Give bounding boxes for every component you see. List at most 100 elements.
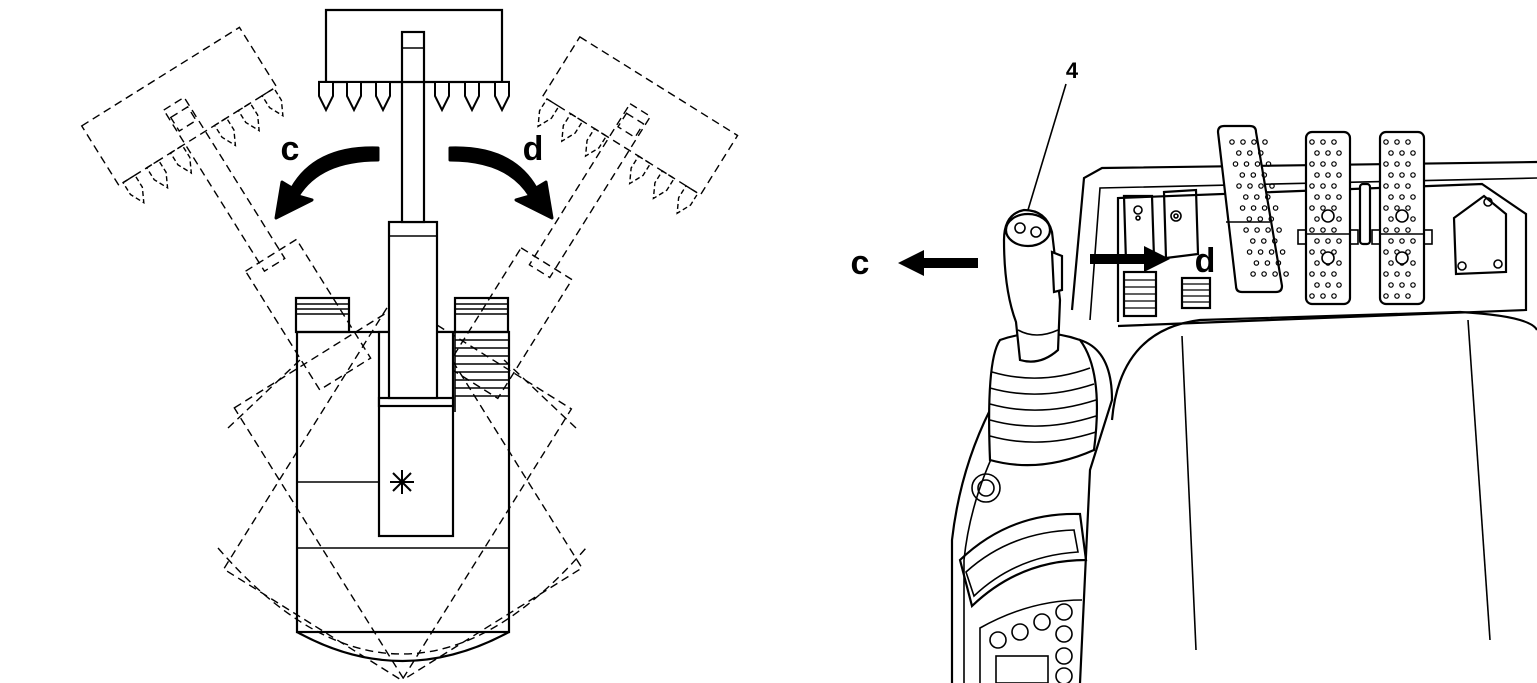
perforation-hole — [1262, 139, 1268, 145]
perforation-hole — [1410, 260, 1416, 266]
perforation-hole — [1383, 271, 1389, 277]
side-plate — [1452, 194, 1508, 276]
perforation-hole — [1388, 282, 1394, 288]
perforation-hole — [1261, 172, 1268, 178]
perforation-hole — [1264, 260, 1271, 266]
perforation-hole — [1388, 194, 1394, 200]
swing-arrow-left — [274, 146, 380, 220]
perforation-hole — [1331, 139, 1337, 145]
perforation-hole — [1405, 271, 1411, 277]
seat-cushion — [1110, 310, 1537, 421]
swing-label-c: c — [281, 130, 300, 168]
perforation-hole — [1276, 227, 1282, 233]
swing-arrow-right — [448, 146, 554, 220]
perforation-hole — [1399, 194, 1405, 200]
perforation-hole — [1265, 227, 1271, 233]
perforation-hole — [1257, 249, 1264, 255]
pedal-pivot — [1321, 251, 1335, 265]
perforation-hole — [1258, 183, 1264, 189]
perforation-hole — [1279, 249, 1286, 255]
perforation-hole — [1320, 205, 1326, 211]
ghost-position-right — [222, 35, 739, 682]
perforation-hole — [1394, 271, 1400, 277]
perforation-hole — [1229, 139, 1235, 145]
perforation-hole — [1243, 161, 1250, 167]
perforation-hole — [1336, 194, 1342, 200]
perforation-hole — [1309, 227, 1315, 233]
perforation-hole — [1314, 172, 1320, 178]
perforation-hole — [1236, 150, 1242, 156]
perforation-hole — [1405, 227, 1411, 233]
perforation-hole — [1405, 183, 1411, 189]
perforation-hole — [1336, 150, 1342, 156]
perforation-hole — [1399, 150, 1405, 156]
pedal-large-1 — [1216, 124, 1284, 294]
perforation-hole — [1251, 139, 1257, 145]
cab-control-diagram: 4 c d — [851, 58, 1537, 683]
perforation-hole — [1240, 139, 1246, 145]
perforation-hole — [1394, 161, 1400, 167]
perforation-hole — [1388, 216, 1394, 222]
callout-number: 4 — [1066, 58, 1079, 83]
perforation-hole — [1309, 205, 1315, 211]
perforation-hole — [1325, 172, 1331, 178]
perforation-hole — [1268, 249, 1275, 255]
perforation-hole — [1254, 194, 1260, 200]
pedal-pivot — [1321, 209, 1335, 223]
perforation-hole — [1314, 260, 1320, 266]
perforation-hole — [1247, 150, 1253, 156]
excavator-swing-diagram: c d — [80, 8, 739, 682]
perforation-hole — [1309, 183, 1315, 189]
perforation-hole — [1410, 238, 1416, 244]
perforation-hole — [1283, 271, 1289, 277]
perforation-hole — [1258, 150, 1264, 156]
perforation-hole — [1399, 238, 1405, 244]
perforation-hole — [1314, 238, 1320, 244]
joystick — [988, 208, 1099, 467]
perforation-hole — [1383, 249, 1389, 255]
perforation-hole — [1405, 205, 1411, 211]
ghost-position-left — [80, 26, 583, 681]
perforation-hole — [1250, 238, 1256, 244]
perforation-hole — [1388, 260, 1394, 266]
perforation-hole — [1236, 183, 1242, 189]
perforation-hole — [1331, 227, 1337, 233]
pedal-perforations — [1229, 139, 1416, 299]
perforation-hole — [1320, 271, 1326, 277]
perforation-hole — [1383, 161, 1389, 167]
perforation-hole — [1261, 271, 1267, 277]
perforation-hole — [1261, 238, 1267, 244]
perforation-hole — [1253, 260, 1260, 266]
perforation-hole — [1265, 194, 1271, 200]
excavator-body — [294, 8, 511, 663]
perforation-hole — [1399, 172, 1405, 178]
perforation-hole — [1388, 172, 1394, 178]
perforation-hole — [1325, 238, 1331, 244]
console-buttons — [989, 603, 1073, 683]
perforation-hole — [1309, 139, 1315, 145]
perforation-hole — [1254, 227, 1260, 233]
perforation-hole — [1331, 249, 1337, 255]
perforation-hole — [1275, 260, 1282, 266]
perforation-hole — [1410, 194, 1416, 200]
perforation-hole — [1388, 150, 1394, 156]
perforation-hole — [1394, 293, 1400, 299]
perforation-hole — [1325, 150, 1331, 156]
swing-arc — [217, 547, 587, 655]
perforation-hole — [1246, 249, 1253, 255]
perforation-hole — [1254, 161, 1261, 167]
perforation-hole — [1336, 238, 1342, 244]
perforation-hole — [1272, 238, 1278, 244]
perforation-hole — [1336, 282, 1342, 288]
perforation-hole — [1247, 183, 1253, 189]
perforation-hole — [1243, 227, 1249, 233]
perforation-hole — [1336, 216, 1342, 222]
cab-label-c: c — [851, 244, 870, 282]
perforation-hole — [1320, 161, 1326, 167]
perforation-hole — [1405, 139, 1411, 145]
perforation-hole — [1405, 249, 1411, 255]
perforation-hole — [1261, 205, 1268, 211]
perforation-hole — [1232, 161, 1239, 167]
perforation-hole — [1320, 293, 1326, 299]
perforation-hole — [1410, 172, 1416, 178]
